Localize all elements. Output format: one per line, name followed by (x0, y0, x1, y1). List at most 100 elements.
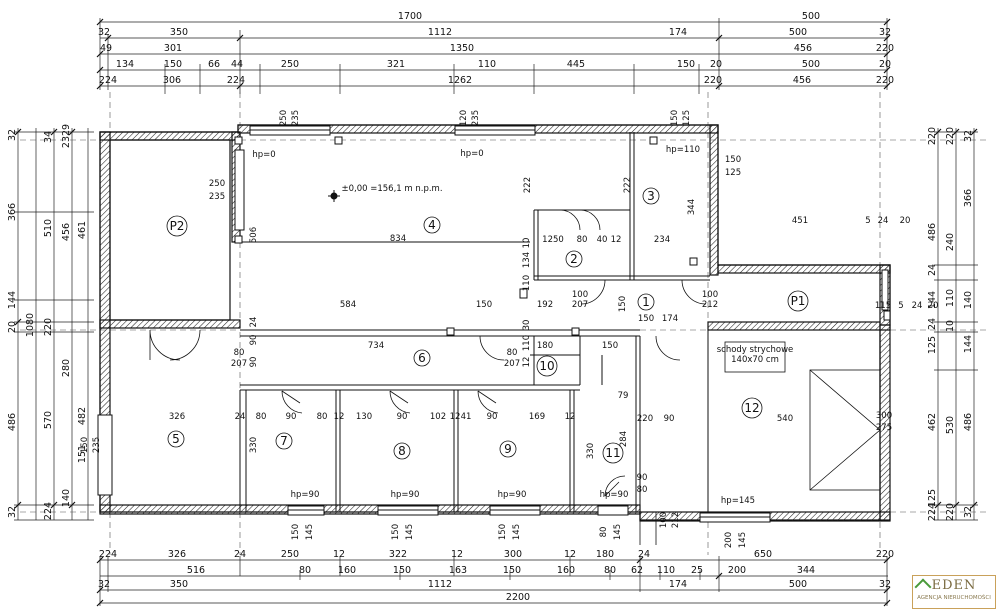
dimension-text: 486 (963, 413, 974, 431)
dimension-text: 125 (927, 336, 938, 354)
plan-label-vertical: 150 (291, 524, 301, 540)
dimension-text: 224 (227, 75, 245, 86)
plan-label: 5 (865, 216, 870, 226)
plan-label: 12 (450, 412, 461, 422)
room-marker (167, 430, 185, 448)
plan-label-vertical: 125 (682, 110, 692, 126)
dimension-text: 445 (567, 59, 585, 70)
dimension-text: 224 (99, 75, 117, 86)
plan-label-vertical: 235 (92, 437, 102, 453)
plan-label-vertical: 145 (305, 524, 315, 540)
plan-label: ±0,00 =156,1 m n.p.m. (341, 184, 442, 194)
dimension-text: 1112 (428, 27, 452, 38)
plan-label: 540 (777, 414, 793, 424)
dimension-text: 322 (389, 549, 407, 560)
plan-label: 12 (565, 412, 576, 422)
plan-label: hp=90 (291, 490, 320, 500)
plan-label: 326 (169, 412, 185, 422)
plan-label: 212 (702, 300, 718, 310)
plan-label: 90 (487, 412, 498, 422)
plan-label: 169 (529, 412, 545, 422)
plan-label: hp=90 (391, 490, 420, 500)
plan-label: 20 (928, 301, 939, 311)
dimension-text: 150 (503, 565, 521, 576)
dimension-text: 140 (963, 291, 974, 309)
dimension-text: 220 (945, 503, 956, 521)
dimension-text: 1112 (428, 579, 452, 590)
plan-label: 80 (256, 412, 267, 422)
dimension-text: 650 (754, 549, 772, 560)
plan-label: 174 (662, 314, 678, 324)
dimension-text: 280 (61, 359, 72, 377)
plan-label-vertical: 12 (522, 357, 532, 368)
plan-label: 140x70 cm (731, 355, 779, 365)
level-marker-icon (328, 190, 340, 202)
dimension-text: 224 (99, 549, 117, 560)
windows (97, 125, 889, 523)
plan-label: 40 (597, 235, 608, 245)
room-number: 4 (428, 218, 436, 232)
plan-label: 451 (792, 216, 808, 226)
room-number: 6 (418, 351, 426, 365)
dimension-text: 326 (168, 549, 186, 560)
dimension-text: 24 (638, 549, 650, 560)
room-marker (393, 442, 411, 460)
plan-label: 300 (876, 411, 892, 421)
dimension-text: 220 (704, 75, 722, 86)
plan-label-vertical: 145 (405, 524, 415, 540)
dimension-text: 366 (7, 203, 18, 221)
dimension-text: 160 (557, 565, 575, 576)
plan-label-vertical: 250 (279, 110, 289, 126)
plan-label-vertical: 134 (522, 252, 532, 268)
dimension-text: 25 (691, 565, 703, 576)
room-number: 5 (172, 432, 180, 446)
room-number: 8 (398, 444, 406, 458)
plan-label-vertical: 200 (724, 532, 734, 548)
plan-label: 150 (725, 155, 741, 165)
plan-label: 80 (234, 348, 245, 358)
plan-label-vertical: 222 (523, 177, 533, 193)
dimension-text: 20 (879, 59, 891, 70)
plan-label-vertical: 150 (80, 437, 90, 453)
plan-label: 180 (537, 341, 553, 351)
plan-label: 834 (390, 234, 406, 244)
dimension-text: 12 (564, 549, 576, 560)
dimension-text: 240 (945, 233, 956, 251)
dimension-text: 150 (393, 565, 411, 576)
dimension-text: 456 (793, 75, 811, 86)
dimension-ticks (14, 18, 978, 607)
room-number: P2 (170, 219, 185, 233)
dimension-text: 110 (945, 289, 956, 307)
room-number: 1 (642, 295, 650, 309)
plan-label-vertical: 24 (249, 317, 259, 328)
dimension-text: 220 (927, 127, 938, 145)
plan-label: 115 (875, 301, 891, 311)
plan-label: hp=110 (666, 145, 700, 155)
plan-label: 80 (507, 348, 518, 358)
dimension-text: 220 (876, 549, 894, 560)
room-number: 9 (504, 442, 512, 456)
room-marker (741, 397, 763, 419)
plan-label-vertical: 284 (619, 431, 629, 447)
dimension-text: 500 (789, 27, 807, 38)
room-number: 11 (605, 446, 620, 460)
plan-label: 584 (340, 300, 356, 310)
plan-label: 125 (725, 168, 741, 178)
plan-label: 150 (638, 314, 654, 324)
plan-label-vertical: 120 (459, 110, 469, 126)
eden-logo: EDEN AGENCJA NIERUCHOMOŚCI (912, 575, 996, 609)
dimension-text: 1080 (25, 313, 36, 337)
plan-label-vertical: 145 (512, 524, 522, 540)
room-marker (642, 187, 660, 205)
dimension-text: 150 (164, 59, 182, 70)
dimension-text: 110 (657, 565, 675, 576)
room-marker (787, 290, 809, 312)
plan-label-vertical: 330 (249, 437, 259, 453)
room-marker (637, 293, 655, 311)
plan-label-vertical: 235 (471, 110, 481, 126)
plan-label: 20 (900, 216, 911, 226)
plan-label-vertical: 90 (249, 357, 259, 368)
room-marker (166, 215, 188, 237)
